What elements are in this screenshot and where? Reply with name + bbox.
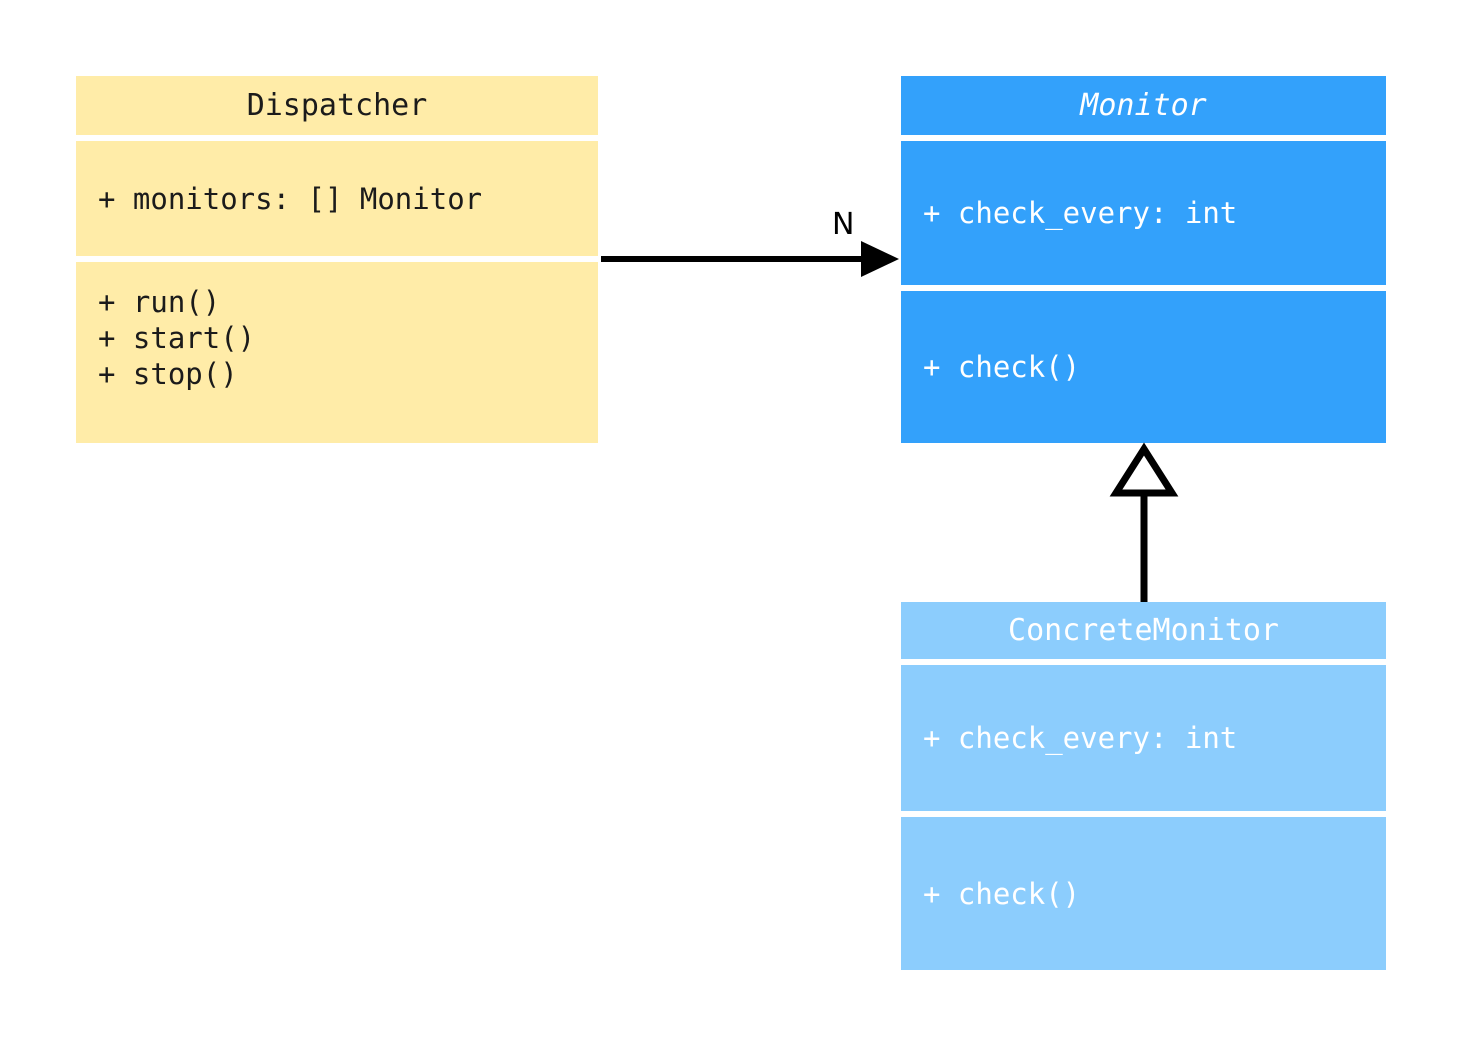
- monitor-class-name: Monitor: [1080, 88, 1207, 123]
- concrete-monitor-method-list: + check(): [901, 817, 1386, 970]
- concrete-monitor-methods-compartment: + check(): [901, 817, 1386, 970]
- concrete-monitor-title-compartment: ConcreteMonitor: [901, 602, 1386, 659]
- association-multiplicity-label: N: [832, 207, 855, 242]
- dispatcher-method-2: + stop(): [98, 357, 238, 391]
- monitor-methods-compartment: + check(): [901, 291, 1386, 443]
- dispatcher-method-0: + run(): [98, 285, 221, 319]
- dispatcher-attributes-compartment: + monitors: [] Monitor: [76, 141, 598, 256]
- concrete-monitor-method-0: + check(): [923, 876, 1081, 911]
- generalization-hollow-triangle-icon: [1109, 442, 1179, 497]
- generalization-edge-concrete-to-monitor: [1109, 442, 1179, 602]
- dispatcher-attribute-list: + monitors: [] Monitor: [76, 141, 598, 256]
- class-box-concrete-monitor[interactable]: ConcreteMonitor + check_every: int + che…: [901, 602, 1386, 970]
- monitor-method-list: + check(): [901, 291, 1386, 443]
- dispatcher-attribute-0: + monitors: [] Monitor: [98, 181, 483, 216]
- class-box-dispatcher[interactable]: Dispatcher + monitors: [] Monitor + run(…: [76, 76, 598, 443]
- concrete-monitor-attribute-0: + check_every: int: [923, 721, 1238, 755]
- dispatcher-class-name: Dispatcher: [246, 88, 428, 123]
- monitor-attributes-compartment: + check_every: int: [901, 141, 1386, 285]
- dispatcher-methods-compartment: + run() + start() + stop(): [76, 262, 598, 443]
- association-arrowhead-icon: [861, 241, 899, 277]
- dispatcher-method-1: + start(): [98, 321, 256, 355]
- monitor-title-compartment: Monitor: [901, 76, 1386, 135]
- dispatcher-method-list: + run() + start() + stop(): [76, 262, 598, 443]
- class-box-monitor[interactable]: Monitor + check_every: int + check(): [901, 76, 1386, 443]
- concrete-monitor-attributes-compartment: + check_every: int: [901, 665, 1386, 811]
- concrete-monitor-class-name: ConcreteMonitor: [1008, 613, 1279, 648]
- monitor-attribute-0: + check_every: int: [923, 196, 1238, 230]
- monitor-method-0: + check(): [923, 350, 1081, 384]
- association-edge-dispatcher-to-monitor: [601, 241, 899, 277]
- concrete-monitor-attribute-list: + check_every: int: [901, 665, 1386, 811]
- dispatcher-title-compartment: Dispatcher: [76, 76, 598, 135]
- monitor-attribute-list: + check_every: int: [901, 141, 1386, 285]
